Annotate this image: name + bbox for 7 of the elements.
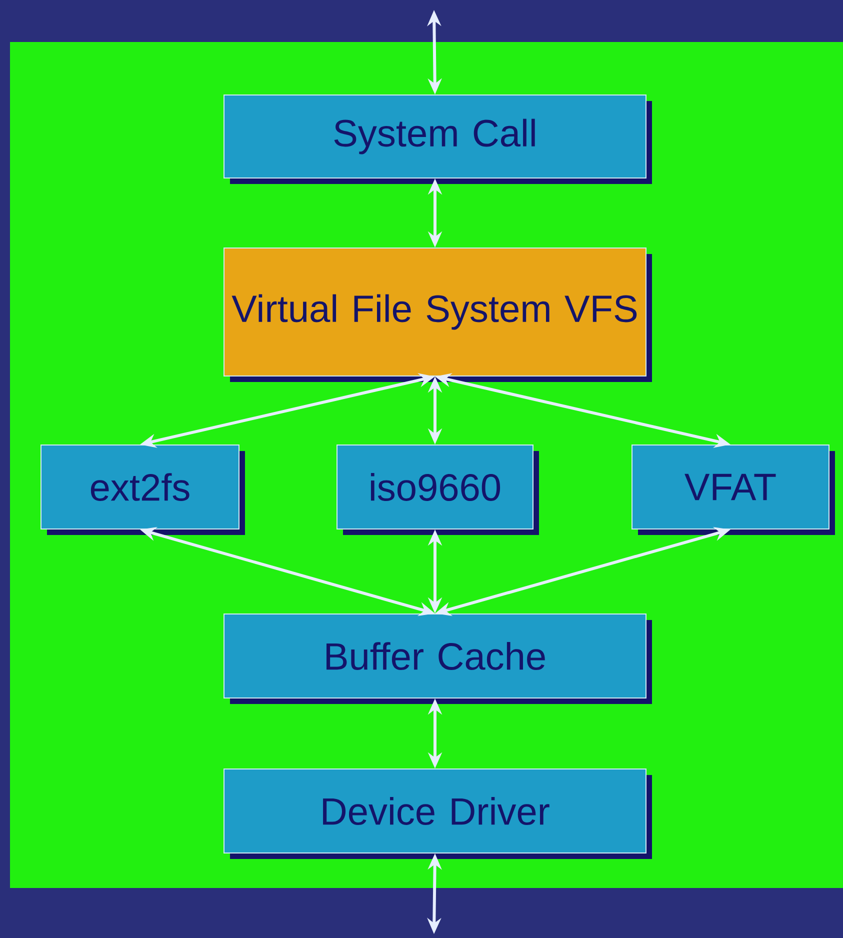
process-box: ext2fs: [40, 444, 245, 535]
process-box: iso9660: [336, 444, 539, 535]
process-box: System Call: [224, 94, 652, 184]
process-box: Virtual File System VFS: [224, 248, 652, 382]
process-box: VFAT: [632, 444, 835, 535]
process-box: Buffer Cache: [224, 614, 652, 704]
process-box: Device Driver: [224, 768, 652, 859]
